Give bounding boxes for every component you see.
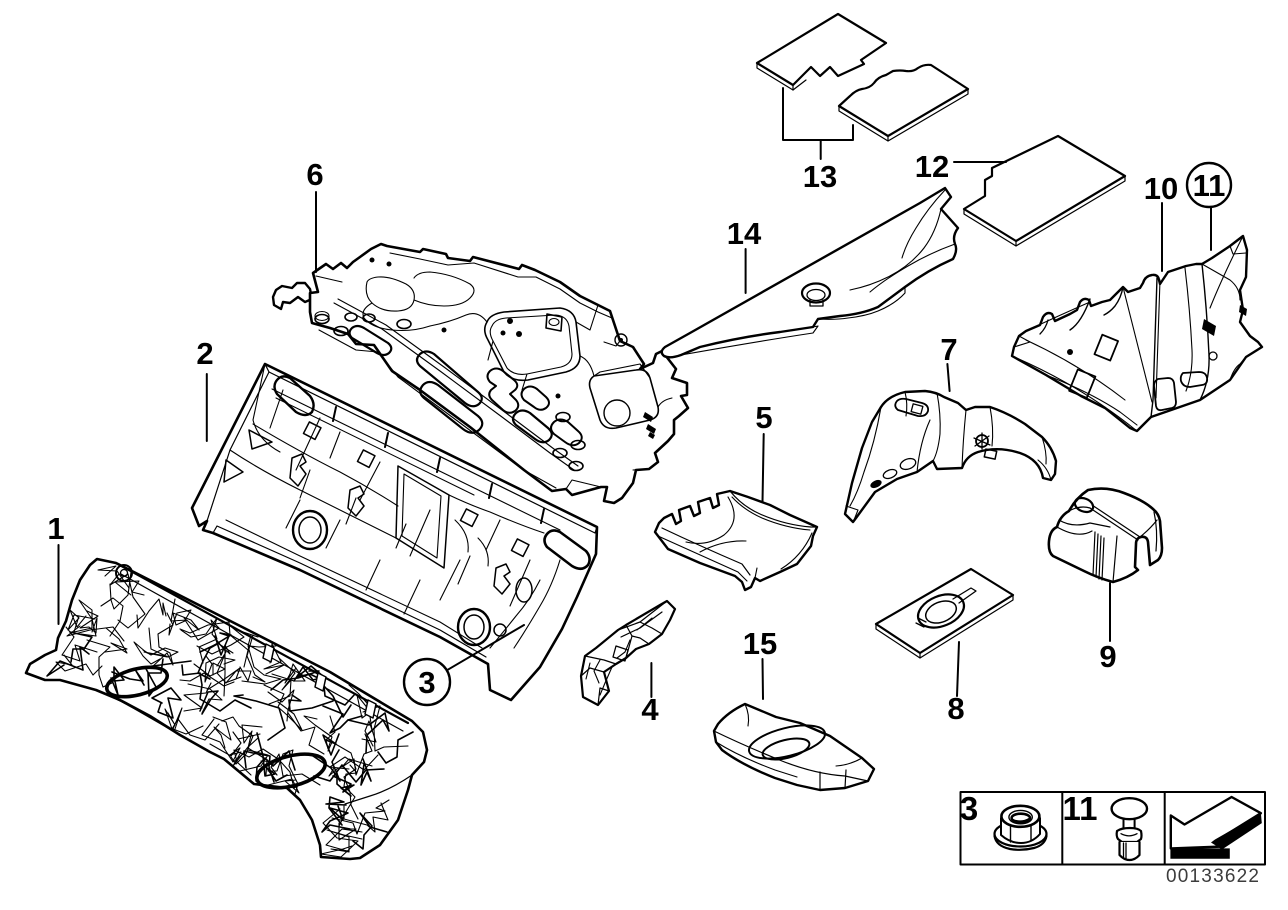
svg-text:10: 10 <box>1144 171 1178 206</box>
svg-text:7: 7 <box>940 332 957 367</box>
svg-text:6: 6 <box>306 157 323 192</box>
svg-text:4: 4 <box>641 692 659 727</box>
svg-text:3: 3 <box>418 665 435 700</box>
svg-text:12: 12 <box>915 149 949 184</box>
svg-text:13: 13 <box>803 159 837 194</box>
svg-text:11: 11 <box>1063 790 1098 827</box>
svg-text:2: 2 <box>196 336 213 371</box>
svg-text:00133622: 00133622 <box>1166 866 1260 887</box>
svg-text:1: 1 <box>47 511 64 546</box>
svg-text:15: 15 <box>743 626 777 661</box>
svg-text:3: 3 <box>960 790 978 827</box>
svg-text:11: 11 <box>1193 168 1226 203</box>
svg-text:5: 5 <box>755 400 772 435</box>
svg-text:9: 9 <box>1099 639 1116 674</box>
svg-text:8: 8 <box>947 691 964 726</box>
svg-text:14: 14 <box>727 216 762 251</box>
